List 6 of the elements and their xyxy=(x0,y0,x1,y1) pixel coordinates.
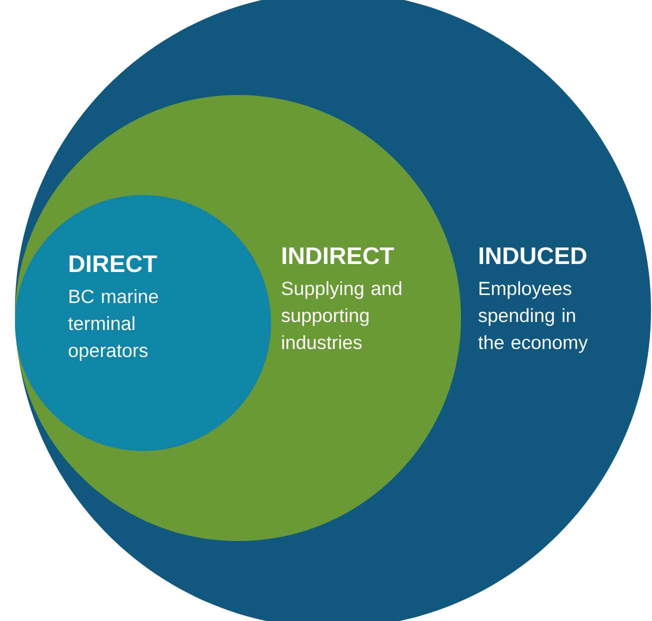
category-description: Supplying and supporting industries xyxy=(282,281,402,350)
category-description: Employees spending in the economy xyxy=(478,281,588,353)
category-heading: DIRECT xyxy=(70,255,158,272)
category-heading: INDUCED xyxy=(480,247,586,264)
category-description: BC marine terminal operators xyxy=(68,289,158,361)
category-heading: INDIRECT xyxy=(282,247,394,264)
